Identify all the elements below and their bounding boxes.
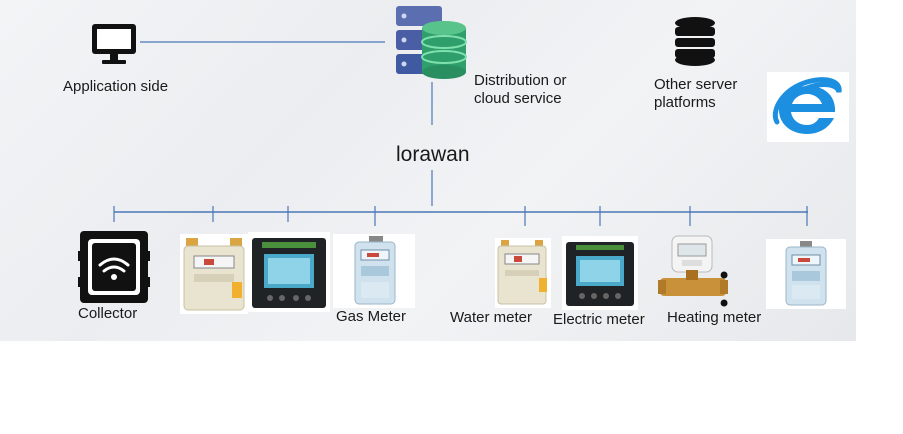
water-meter-label: Water meter: [450, 309, 532, 326]
gas-meter-label: Gas Meter: [336, 308, 407, 325]
gas-meter-icon: [180, 234, 248, 314]
heating-meter-icon: [658, 235, 728, 296]
water-meter-icon: [495, 238, 551, 308]
monitor-icon: [92, 24, 136, 64]
diagram-panel: Application side Distribution or cloud s…: [0, 0, 856, 341]
other-servers-label: Other server platforms: [654, 76, 738, 111]
electric-meter-icon: [248, 232, 330, 312]
electric-meter-2-icon: [562, 236, 638, 310]
heating-meter-label: Heating meter: [667, 309, 762, 326]
cloud-service-label: Distribution or cloud service: [474, 72, 567, 107]
application-side-label: Application side: [63, 78, 169, 95]
electric-meter-label: Electric meter: [553, 311, 645, 328]
database-icon: [675, 17, 715, 66]
connection-lines: [113, 41, 808, 226]
meter-unit-icon: [766, 239, 846, 309]
lorawan-label: lorawan: [396, 143, 470, 166]
collector-icon: [78, 231, 150, 303]
collector-label: Collector: [78, 305, 138, 322]
internet-explorer-icon: [767, 72, 849, 142]
gas-meter-labeled-icon: [333, 234, 415, 308]
cloud-server-icon: [396, 6, 467, 79]
